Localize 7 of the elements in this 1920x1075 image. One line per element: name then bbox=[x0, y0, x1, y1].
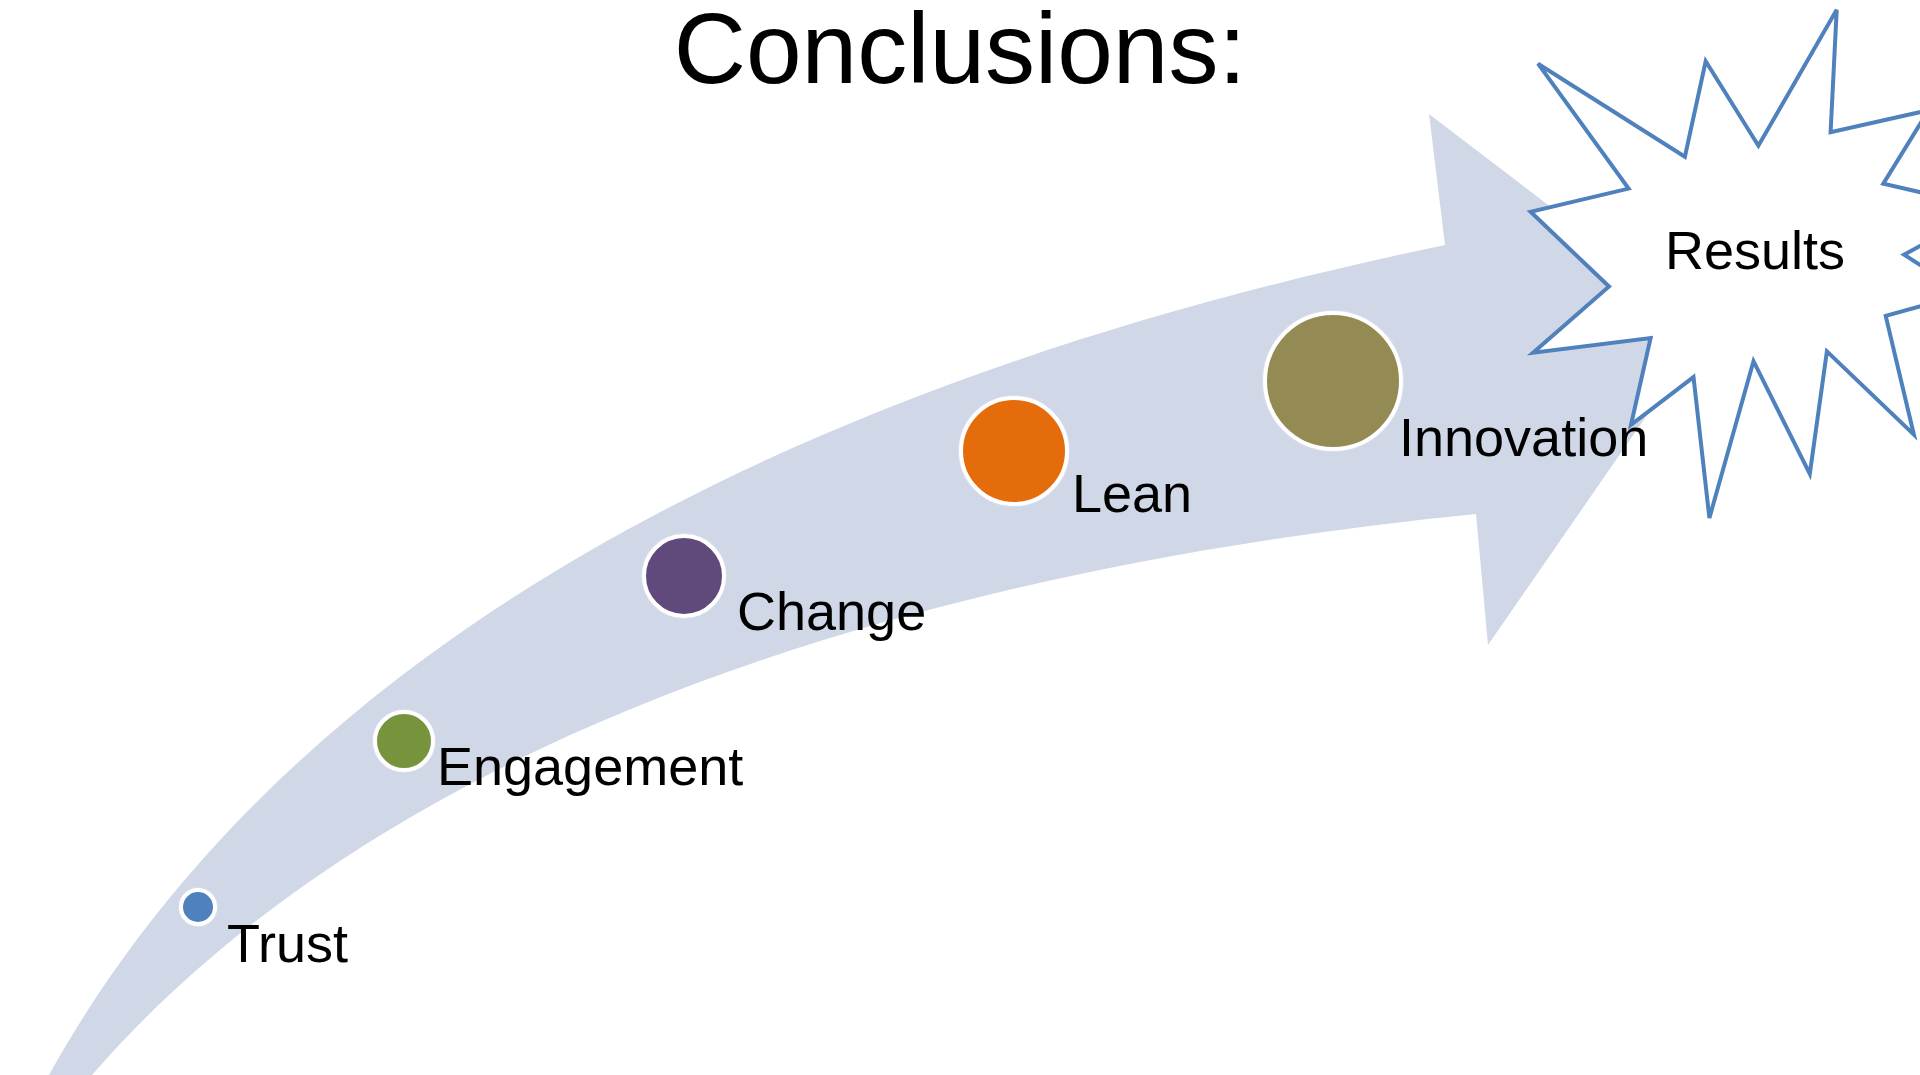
node-label: Change bbox=[737, 580, 927, 642]
node-label: Engagement bbox=[437, 735, 744, 797]
node-label: Innovation bbox=[1399, 406, 1649, 468]
node-label: Trust bbox=[227, 912, 348, 974]
node-label: Results bbox=[1665, 219, 1846, 281]
node-label: Lean bbox=[1072, 462, 1193, 524]
slide-title: Conclusions: bbox=[672, 0, 1248, 106]
